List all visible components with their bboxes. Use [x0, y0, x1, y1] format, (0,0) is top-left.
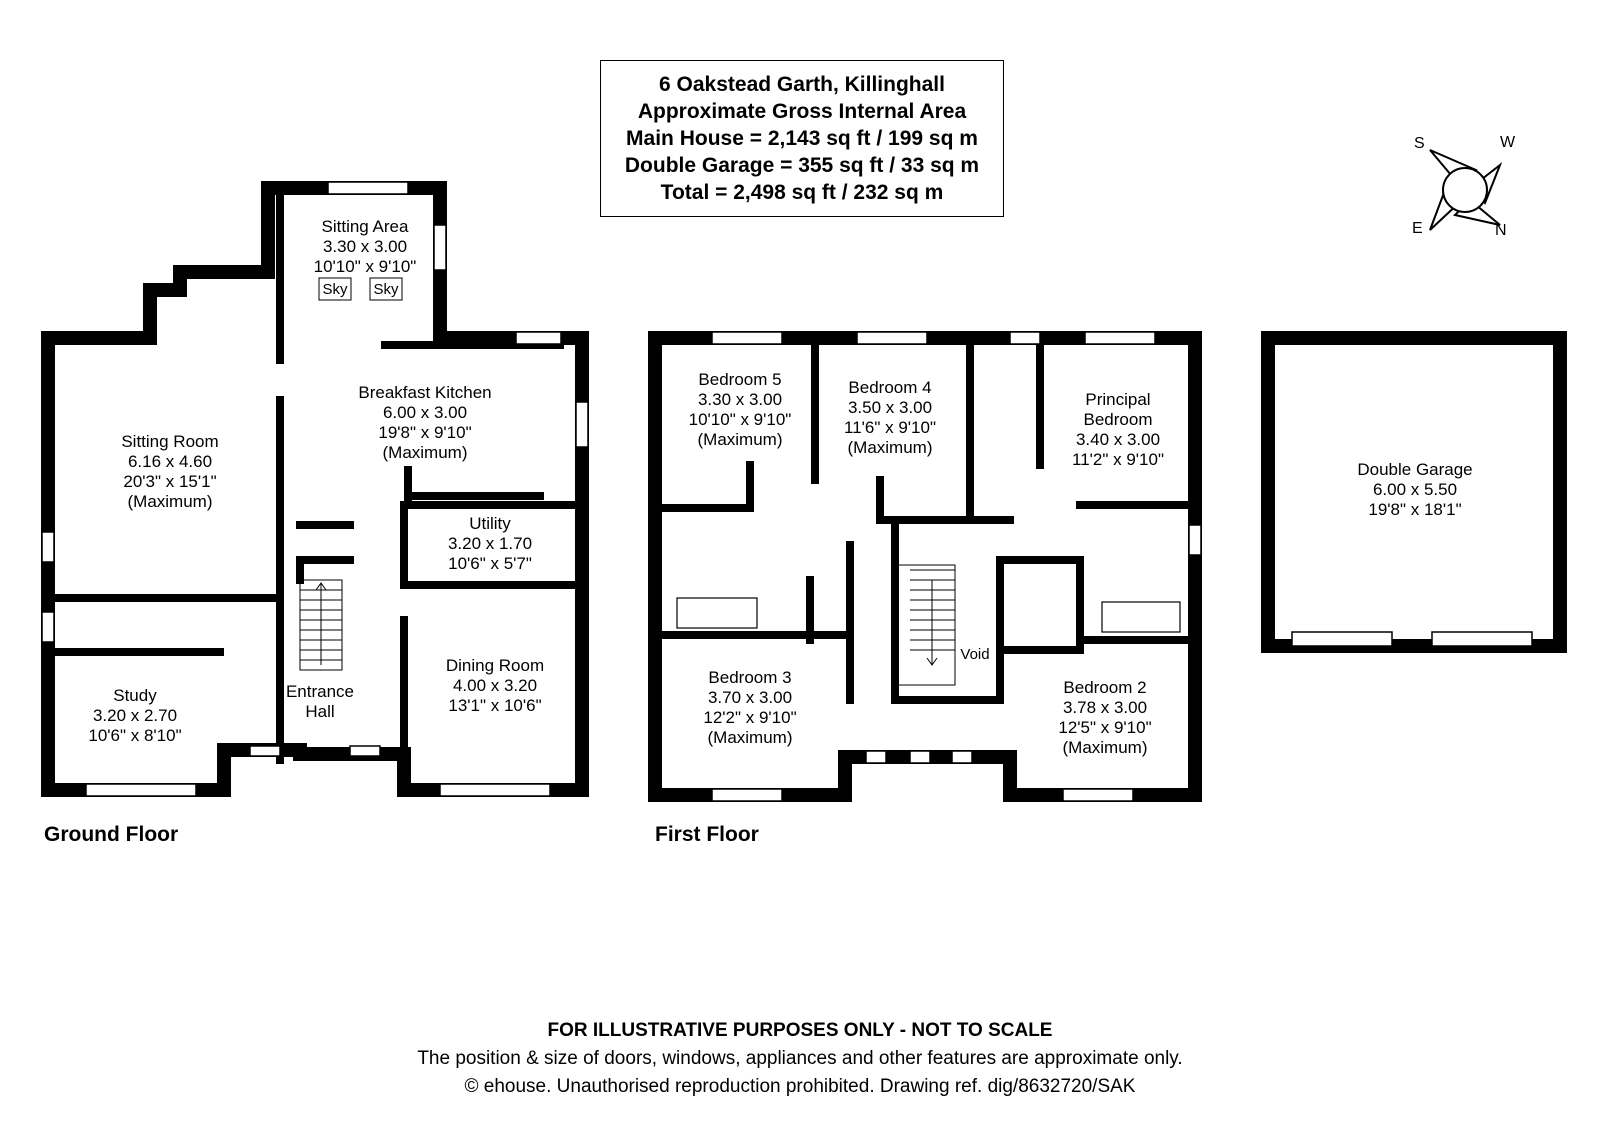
first-floor-label: First Floor — [655, 823, 759, 846]
room-entrance-hall: Entrance Hall — [285, 682, 355, 721]
room-double-garage: Double Garage 6.00 x 5.50 19'8" x 18'1" — [1357, 460, 1473, 519]
garage-wall — [1261, 331, 1567, 653]
area-subtitle: Approximate Gross Internal Area — [637, 100, 967, 123]
compass-s: S — [1414, 135, 1425, 152]
windows — [41, 181, 1533, 802]
ground-floor-label: Ground Floor — [44, 823, 179, 846]
main-house-area: Main House = 2,143 sq ft / 199 sq m — [626, 127, 978, 150]
skylight-label: Sky — [322, 281, 348, 298]
disclaimer-title: FOR ILLUSTRATIVE PURPOSES ONLY - NOT TO … — [547, 1020, 1053, 1041]
ground-floor-outer-wall — [41, 181, 589, 797]
room-bedroom-5: Bedroom 5 3.30 x 3.00 10'10" x 9'10" (Ma… — [688, 370, 792, 449]
bath — [676, 597, 758, 629]
room-sitting-area: Sitting Area 3.30 x 3.00 10'10" x 9'10" — [313, 217, 417, 276]
garage-area: Double Garage = 355 sq ft / 33 sq m — [624, 154, 980, 177]
room-dining-room: Dining Room 4.00 x 3.20 13'1" x 10'6" — [445, 656, 545, 715]
room-bedroom-2: Bedroom 2 3.78 x 3.00 12'5" x 9'10" (Max… — [1058, 678, 1152, 757]
disclaimer-text: The position & size of doors, windows, a… — [417, 1048, 1183, 1069]
room-sitting-room: Sitting Room 6.16 x 4.60 20'3" x 15'1" (… — [121, 432, 219, 511]
total-area: Total = 2,498 sq ft / 232 sq m — [660, 181, 944, 204]
first-stairs — [896, 564, 956, 686]
skylight-label: Sky — [373, 281, 399, 298]
room-breakfast-kitchen: Breakfast Kitchen 6.00 x 3.00 19'8" x 9'… — [358, 383, 492, 462]
compass-e: E — [1412, 220, 1423, 237]
room-utility: Utility 3.20 x 1.70 10'6" x 5'7" — [447, 514, 533, 573]
compass-w: W — [1500, 134, 1516, 151]
void-label: Void — [960, 646, 990, 663]
room-principal-bedroom: Principal Bedroom 3.40 x 3.00 11'2" x 9'… — [1072, 390, 1164, 469]
room-study: Study 3.20 x 2.70 10'6" x 8'10" — [88, 686, 182, 745]
ground-interior-walls — [44, 184, 586, 794]
room-bedroom-4: Bedroom 4 3.50 x 3.00 11'6" x 9'10" (Max… — [844, 378, 936, 457]
property-address: 6 Oakstead Garth, Killinghall — [659, 73, 945, 96]
compass-n: N — [1495, 222, 1507, 239]
room-bedroom-3: Bedroom 3 3.70 x 3.00 12'2" x 9'10" (Max… — [703, 668, 797, 747]
copyright-text: © ehouse. Unauthorised reproduction proh… — [464, 1076, 1136, 1097]
ground-stairs — [299, 579, 343, 671]
compass-rose — [1429, 149, 1503, 231]
first-floor-interior-walls — [651, 336, 1199, 704]
shower-tray — [1101, 601, 1181, 633]
area-info-box: 6 Oakstead Garth, Killinghall Approximat… — [600, 60, 1004, 217]
skylights — [318, 277, 403, 301]
